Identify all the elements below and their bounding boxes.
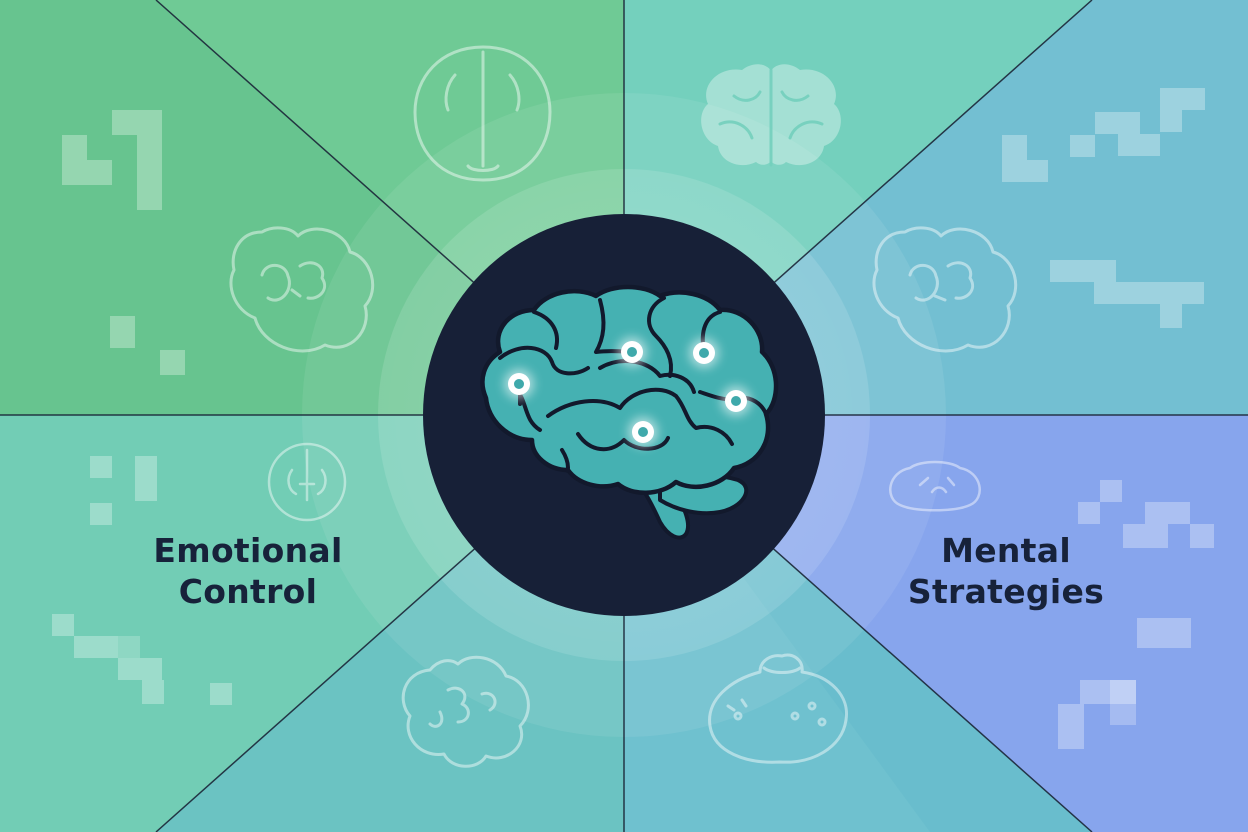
brain-doodle-bottom-right-icon	[708, 653, 848, 764]
brain-small-left-icon	[267, 442, 347, 522]
pixel-pattern-icon	[52, 88, 1214, 749]
brain-doodle-right-icon	[872, 226, 1018, 353]
neural-nodes	[504, 337, 751, 447]
label-emotional-control-line-1: Emotional	[153, 531, 343, 570]
label-mental-strategies-line-2: Strategies	[907, 572, 1105, 611]
label-mental-strategies-line-1: Mental	[941, 531, 1071, 570]
label-emotional-control: Emotional Control	[137, 530, 359, 612]
brain-center-icon	[480, 284, 779, 540]
brain-outline-top-icon	[413, 45, 552, 182]
brain-solid-top-icon	[701, 64, 841, 166]
brain-doodle-left-icon	[229, 226, 375, 353]
brain-small-right-icon	[889, 460, 981, 512]
label-mental-strategies: Mental Strategies	[895, 530, 1117, 612]
label-emotional-control-line-2: Control	[178, 572, 318, 611]
brain-doodle-bottom-left-icon	[401, 655, 530, 768]
